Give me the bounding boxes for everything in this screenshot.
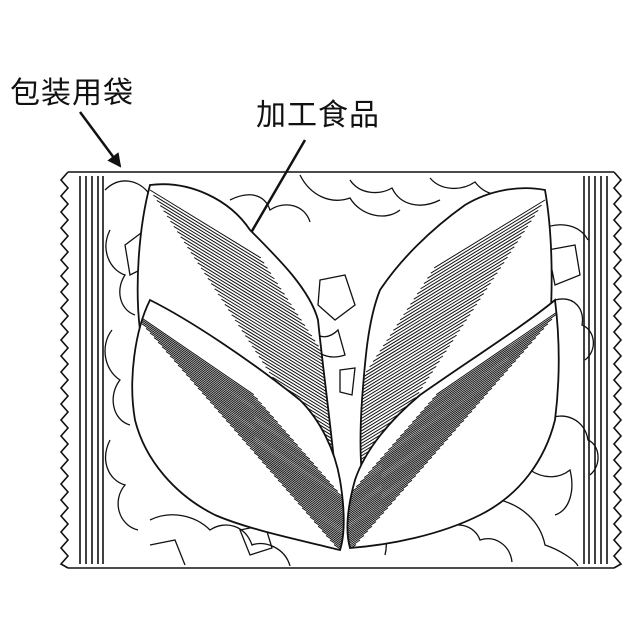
meat-grain-line <box>236 540 360 625</box>
meat-grain-line <box>334 545 458 630</box>
meat-grain-line <box>330 540 454 625</box>
arrow-processed-food <box>245 140 305 243</box>
meat-grain-line <box>232 545 356 630</box>
meat-grain-line <box>326 535 450 620</box>
arrow-packaging-bag <box>80 112 120 166</box>
meat-grain-line <box>240 535 364 620</box>
